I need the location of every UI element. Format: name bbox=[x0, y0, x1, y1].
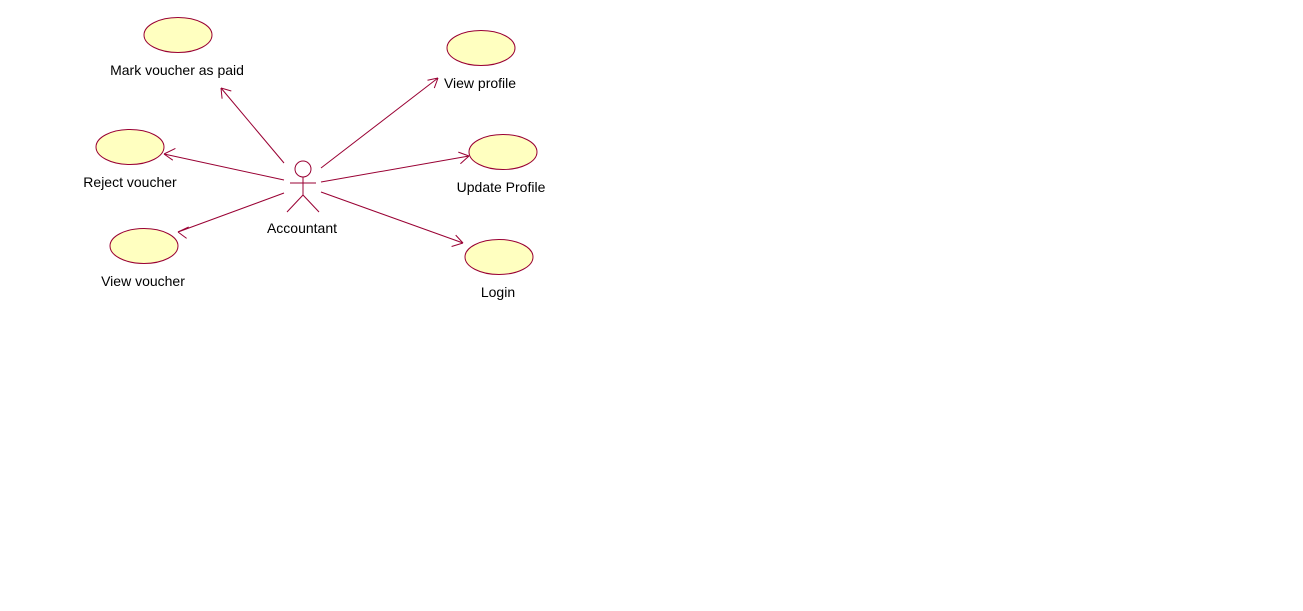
use-case-oval bbox=[468, 134, 538, 170]
association-reject-voucher[interactable] bbox=[163, 147, 285, 181]
use-case-oval bbox=[446, 30, 516, 66]
use-case-view-profile[interactable]: View profile bbox=[444, 30, 516, 92]
use-case-oval bbox=[95, 129, 165, 165]
use-case-oval bbox=[464, 239, 534, 275]
use-case-label: Mark voucher as paid bbox=[110, 62, 244, 78]
use-case-label: Login bbox=[481, 284, 515, 300]
actor-accountant[interactable]: Accountant bbox=[267, 160, 337, 236]
use-case-update-profile[interactable]: Update Profile bbox=[457, 134, 546, 196]
association-update-profile[interactable] bbox=[320, 151, 470, 183]
association-view-voucher[interactable] bbox=[177, 192, 285, 239]
use-case-label: Reject voucher bbox=[83, 174, 177, 190]
use-case-oval bbox=[109, 228, 179, 264]
association-login[interactable] bbox=[320, 191, 464, 247]
actor-stick-figure-icon bbox=[286, 160, 320, 213]
association-view-profile[interactable] bbox=[320, 77, 439, 169]
use-case-label: View profile bbox=[444, 75, 516, 91]
association-mark-voucher-paid[interactable] bbox=[220, 87, 285, 164]
use-case-mark-voucher-paid[interactable]: Mark voucher as paid bbox=[110, 17, 244, 79]
use-case-login[interactable]: Login bbox=[464, 239, 534, 301]
use-case-view-voucher[interactable]: View voucher bbox=[101, 228, 185, 290]
use-case-reject-voucher[interactable]: Reject voucher bbox=[83, 129, 177, 191]
use-case-label: View voucher bbox=[101, 273, 185, 289]
use-case-oval bbox=[143, 17, 213, 53]
use-case-label: Update Profile bbox=[457, 179, 546, 195]
actor-label: Accountant bbox=[267, 220, 337, 236]
